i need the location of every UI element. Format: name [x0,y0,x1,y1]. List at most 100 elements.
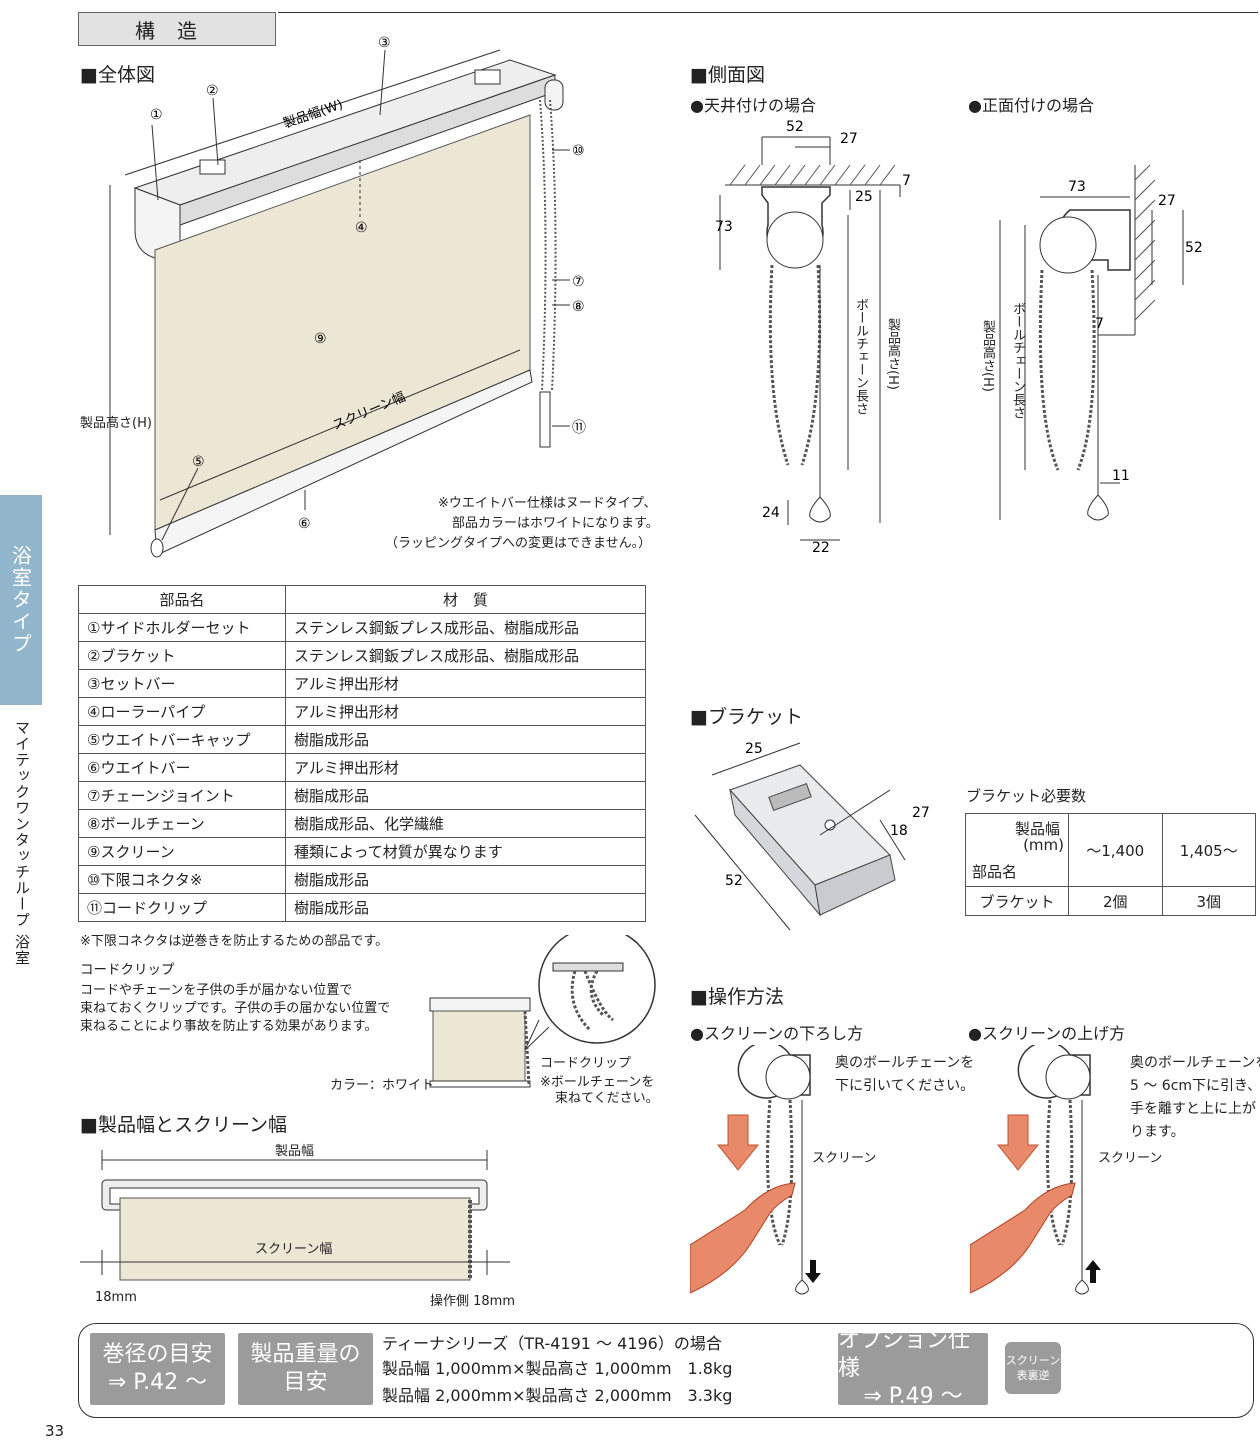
cord-clip-desc-3: 束ねることにより事故を防止する効果があります。 [80,1019,378,1034]
label-8: ⑧ [572,299,585,315]
operation-down-desc-2: 下に引いてください。 [835,1078,975,1094]
screen-reverse-badge[interactable]: スクリーン 表裏逆 [1005,1342,1061,1394]
ceiling-mount-title: ●天井付けの場合 [690,96,816,115]
product-weight-button[interactable]: 製品重量の 目安 [238,1333,373,1405]
badge-line-2: 表裏逆 [1016,1369,1050,1382]
dim-52: 52 [786,119,804,135]
part-name: ⑦チェーンジョイント [78,781,286,810]
operation-up-title: ●スクリーンの上げ方 [968,1024,1126,1043]
operation-title: ■操作方法 [690,986,784,1008]
bracket-dim-27: 27 [912,805,930,821]
category-tab[interactable]: 浴室タイプ [0,495,42,705]
dim-73: 73 [1068,179,1086,195]
dim-27: 27 [840,131,858,147]
overall-title: ■全体図 [80,64,155,86]
dim-7: 7 [902,173,911,189]
part-material: アルミ押出形材 [285,669,646,698]
label-7: ⑦ [572,274,585,290]
part-material: ステンレス鋼鈑プレス成形品、樹脂成形品 [285,641,646,670]
label-height-ceiling: 製品高さ(H) [885,318,900,390]
bracket-dim-52: 52 [725,873,743,889]
part-name: ①サイドホルダーセット [78,613,286,642]
part-name: ⑪コードクリップ [78,893,286,922]
roll-diameter-label: 巻径の目安 [102,1342,213,1367]
part-name: ②ブラケット [78,641,286,670]
label-4: ④ [355,220,368,236]
weight-line-2: 製品幅 2,000mm×製品高さ 2,000mm 3.3kg [382,1386,733,1405]
dim-22: 22 [812,540,830,556]
operation-down-screen: スクリーン [812,1151,877,1166]
note-line-3: （ラッピングタイプへの変更はできません。） [385,536,652,551]
option-spec-label: オプション仕様 [838,1328,971,1381]
dim-7: 7 [1095,316,1104,332]
header-part-name: 部品名 [972,863,1018,881]
table-row: ②ブラケットステンレス鋼鈑プレス成形品、樹脂成形品 [78,641,646,670]
label-5: ⑤ [192,454,205,470]
roll-diameter-link[interactable]: 巻径の目安 ⇒ P.42 ～ [90,1333,225,1405]
table-row: ①サイドホルダーセットステンレス鋼鈑プレス成形品、樹脂成形品 [78,613,646,642]
table-row: ⑪コードクリップ樹脂成形品 [78,893,646,922]
page-number: 33 [45,1422,65,1440]
count-1: 2個 [1068,886,1163,916]
label-product-height: 製品高さ(H) [80,416,152,431]
cord-clip-label: コードクリップ [540,1056,632,1071]
operation-down-title: ●スクリーンの下ろし方 [690,1024,864,1043]
operation-up-desc-4: ります。 [1130,1124,1185,1140]
overall-diagram: ① ② ③ ④ ⑤ ⑥ ⑦ ⑧ ⑨ ⑩ ⑪ 製品幅(W) スクリーン幅 [109,35,586,558]
table-row: ブラケット 2個 3個 [965,886,1256,916]
header-product-width: 製品幅 [1014,820,1060,838]
dim-27: 27 [1158,193,1176,209]
bracket-dim-18: 18 [890,823,908,839]
option-spec-page: ⇒ P.49 ～ [863,1384,963,1409]
cord-clip-desc-1: コードやチェーンを子供の手が届かない位置で [80,983,353,998]
dim-25: 25 [855,189,873,205]
part-name: ⑤ウエイトバーキャップ [78,725,286,754]
part-name: ③セットバー [78,669,286,698]
weight-line-1: 製品幅 1,000mm×製品高さ 1,000mm 1.8kg [382,1359,733,1378]
badge-line-1: スクリーン [1005,1354,1061,1367]
width-diagram [80,1150,510,1281]
part-material: 種類によって材質が異なります [285,837,646,866]
part-name: ④ローラーパイプ [78,697,286,726]
label-9: ⑨ [314,331,327,347]
option-spec-link[interactable]: オプション仕様 ⇒ P.49 ～ [838,1328,988,1409]
header-material: 材 質 [285,585,646,614]
part-material: アルミ押出形材 [285,697,646,726]
front-mount-diagram: 73 27 52 7 11 [999,165,1203,521]
width-section-title: ■製品幅とスクリーン幅 [80,1114,288,1136]
product-name: マイテックワンタッチループ 浴室 [13,720,31,966]
front-mount-title: ●正面付けの場合 [968,96,1094,115]
label-2: ② [206,83,219,99]
label-11: ⑪ [572,420,586,436]
width-label-right: 操作側 18mm [430,1294,516,1309]
operation-down-desc-1: 奥のボールチェーンを [835,1055,975,1071]
label-10: ⑩ [572,143,585,159]
operation-down-diagram [690,1045,821,1295]
header-rule [278,12,1258,13]
cord-clip-color: カラー：ホワイト [330,1078,435,1093]
bottom-info-frame [78,1323,1254,1418]
dim-52: 52 [1185,240,1203,256]
product-weight-label-1: 製品重量の [250,1342,361,1367]
roll-diameter-page: ⇒ P.42 ～ [107,1370,208,1395]
label-6: ⑥ [298,516,311,532]
part-material: 樹脂成形品 [285,865,646,894]
part-name: ⑥ウエイトバー [78,753,286,782]
range-2: 1,405～ [1161,813,1256,887]
cord-clip-desc-2: 束ねておくクリップです。子供の手の届かない位置で [80,1001,391,1016]
part-name: ⑨スクリーン [78,837,286,866]
width-label-product: 製品幅 [275,1144,315,1159]
bracket-count-title: ブラケット必要数 [966,787,1087,805]
part-material: ステンレス鋼鈑プレス成形品、樹脂成形品 [285,613,646,642]
table-row: ⑨スクリーン種類によって材質が異なります [78,837,646,866]
dim-11: 11 [1112,468,1130,484]
table-row: ⑧ボールチェーン樹脂成形品、化学繊維 [78,809,646,838]
range-1: ～1,400 [1068,813,1163,887]
table-row: ⑩下限コネクタ※樹脂成形品 [78,865,646,894]
label-3: ③ [378,35,391,51]
part-material: 樹脂成形品 [285,725,646,754]
part-name: ⑧ボールチェーン [78,809,286,838]
table-row: ⑤ウエイトバーキャップ樹脂成形品 [78,725,646,754]
dim-24: 24 [762,505,780,521]
count-2: 3個 [1161,886,1256,916]
